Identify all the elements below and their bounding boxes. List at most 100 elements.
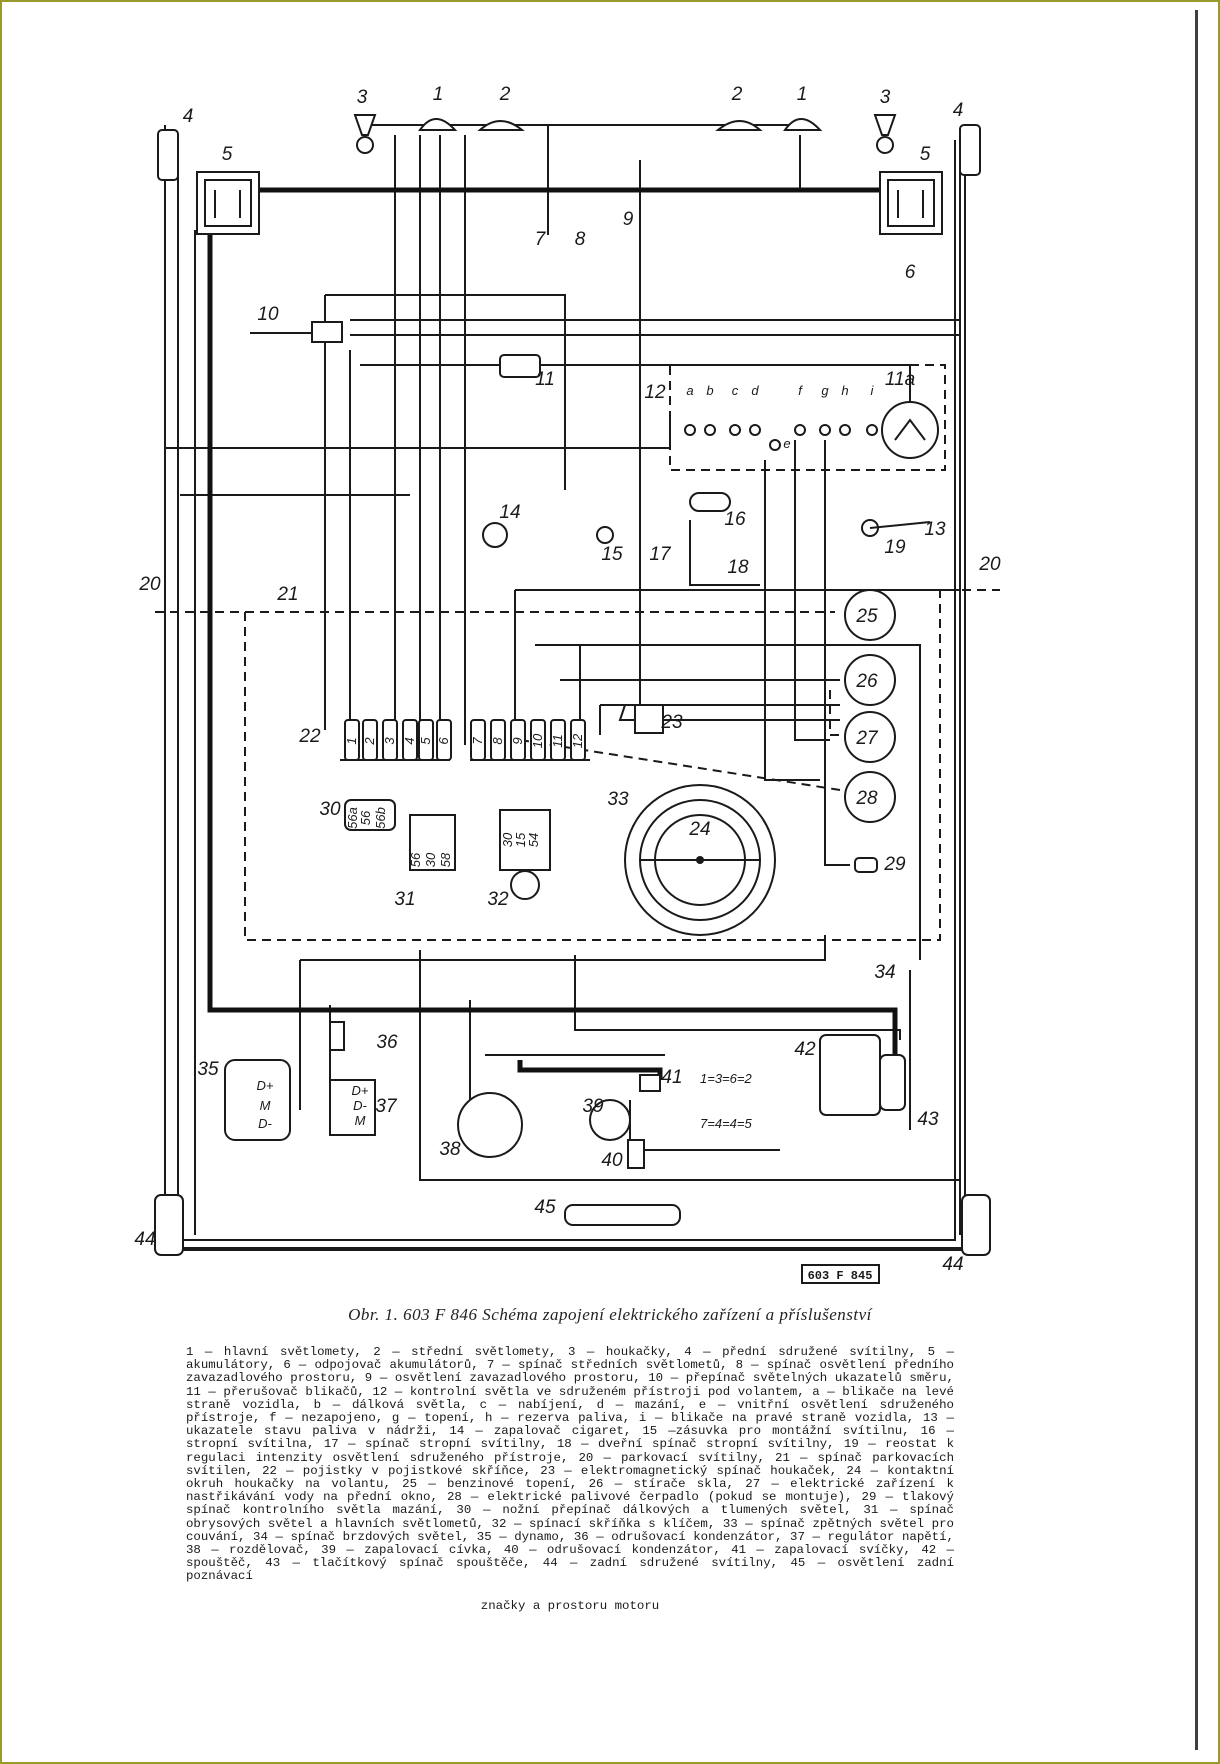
- terminal-sw31-2: 58: [438, 852, 453, 867]
- terminal-sw30-0: 56a: [345, 807, 360, 829]
- dome-light: [689, 492, 731, 512]
- starter-motor: [819, 1034, 881, 1116]
- fuse-label-10: 10: [530, 733, 545, 748]
- scan-edge-line: [1195, 10, 1198, 1750]
- dipswitch: [344, 799, 396, 831]
- component-number-40: 40: [601, 1150, 623, 1171]
- fuse-label-3: 3: [382, 737, 397, 745]
- cigarette-lighter: [482, 522, 508, 548]
- component-number-29: 29: [883, 854, 906, 875]
- component-number-20: 20: [978, 554, 1001, 575]
- component-number-2: 2: [731, 84, 743, 105]
- component-number-3: 3: [357, 87, 368, 108]
- starter-cable: [207, 230, 898, 1090]
- component-number-8: 8: [575, 229, 586, 250]
- voltage-regulator: [329, 1079, 376, 1136]
- component-number-30: 30: [319, 799, 341, 820]
- component-number-22: 22: [298, 726, 321, 747]
- component-number-9: 9: [623, 209, 634, 230]
- dynamo: [224, 1059, 291, 1141]
- headlight-right: [783, 118, 823, 131]
- indicator-letter-i: i: [871, 383, 875, 398]
- component-number-11: 11: [535, 369, 555, 390]
- component-number-37: 37: [375, 1096, 398, 1117]
- terminal-sw31-1: 30: [423, 852, 438, 867]
- indicator-letter-g: g: [821, 383, 829, 398]
- terminal-reg37-2: M: [355, 1113, 366, 1128]
- reference-code-box: 603 F 845: [801, 1264, 880, 1284]
- component-number-27: 27: [855, 728, 879, 749]
- component-number-20: 20: [138, 574, 161, 595]
- flasher-unit: [499, 354, 541, 378]
- legend-text: 1 — hlavní světlomety, 2 — střední světl…: [186, 1345, 954, 1584]
- horn-right: [873, 114, 897, 154]
- battery-right: [879, 171, 943, 235]
- terminal-sw30-2: 56b: [373, 807, 388, 829]
- turn-signal-switch: [311, 321, 343, 343]
- component-number-36: 36: [376, 1032, 398, 1053]
- component-number-31: 31: [394, 889, 415, 910]
- fuel-heater-motor: [844, 589, 896, 641]
- component-number-39: 39: [582, 1096, 604, 1117]
- instrument-cluster-box: [669, 364, 946, 471]
- component-number-19: 19: [884, 537, 906, 558]
- fuse-label-4: 4: [402, 737, 417, 744]
- indicator-letter-h: h: [841, 383, 848, 398]
- chassis-wiring: [164, 124, 966, 1251]
- component-number-32: 32: [487, 889, 509, 910]
- suppression-capacitor-36: [329, 1021, 345, 1051]
- parking-lamp-circuit: [155, 589, 1000, 941]
- fuel-gauge: [881, 401, 939, 459]
- terminal-sw31-0: 56: [408, 852, 423, 867]
- battery-left: [196, 171, 260, 235]
- indicator-letter-e: e: [783, 436, 790, 451]
- component-number-1: 1: [797, 84, 808, 105]
- wiper-motor: [844, 654, 896, 706]
- spark-plug: [639, 1074, 661, 1092]
- center-lamp-right: [715, 120, 763, 131]
- svg-text:603 F 845: 603 F 845: [808, 1269, 873, 1283]
- component-number-10: 10: [257, 304, 279, 325]
- front-combined-lamp-left: [157, 129, 179, 181]
- component-number-16: 16: [724, 509, 746, 530]
- component-number-11a: 11a: [885, 369, 915, 390]
- oil-pressure-switch: [854, 857, 878, 873]
- terminal-dyn35-0: D+: [257, 1078, 274, 1093]
- component-number-12: 12: [644, 382, 666, 403]
- rear-combined-lamp-right: [961, 1194, 991, 1256]
- terminal-sw32-0: 30: [500, 832, 515, 847]
- fuse-label-8: 8: [490, 737, 505, 745]
- component-number-4: 4: [953, 100, 964, 121]
- terminal-reg37-1: D-: [353, 1098, 367, 1113]
- fuse-label-7: 7: [470, 737, 485, 745]
- horn-relay: [634, 704, 664, 734]
- component-number-23: 23: [660, 712, 683, 733]
- figure-caption: Obr. 1. 603 F 846 Schéma zapojení elektr…: [348, 1305, 872, 1324]
- component-number-17: 17: [649, 544, 672, 565]
- component-number-43: 43: [917, 1109, 939, 1130]
- fuse-label-5: 5: [418, 737, 433, 745]
- component-number-18: 18: [727, 557, 749, 578]
- component-number-25: 25: [855, 606, 878, 627]
- suppression-capacitor-40: [627, 1139, 645, 1169]
- component-number-5: 5: [920, 144, 931, 165]
- component-number-34: 34: [874, 962, 895, 983]
- ignition-coil: [589, 1099, 631, 1141]
- license-plate-light: [564, 1204, 681, 1226]
- component-number-42: 42: [794, 1039, 816, 1060]
- indicator-letter-d: d: [751, 383, 759, 398]
- terminal-sw30-1: 56: [358, 810, 373, 825]
- rear-combined-lamp-left: [154, 1194, 184, 1256]
- fuse-label-9: 9: [510, 737, 525, 744]
- indicator-letter-c: c: [732, 383, 739, 398]
- center-lamp-left: [477, 120, 525, 131]
- component-number-4: 4: [183, 106, 194, 127]
- washer-pump-motor: [844, 711, 896, 763]
- headlight-left: [418, 118, 458, 131]
- fuse-label-12: 12: [570, 733, 585, 748]
- indicator-letter-a: a: [686, 383, 693, 398]
- indicator-letter-b: b: [706, 383, 713, 398]
- component-number-3: 3: [880, 87, 891, 108]
